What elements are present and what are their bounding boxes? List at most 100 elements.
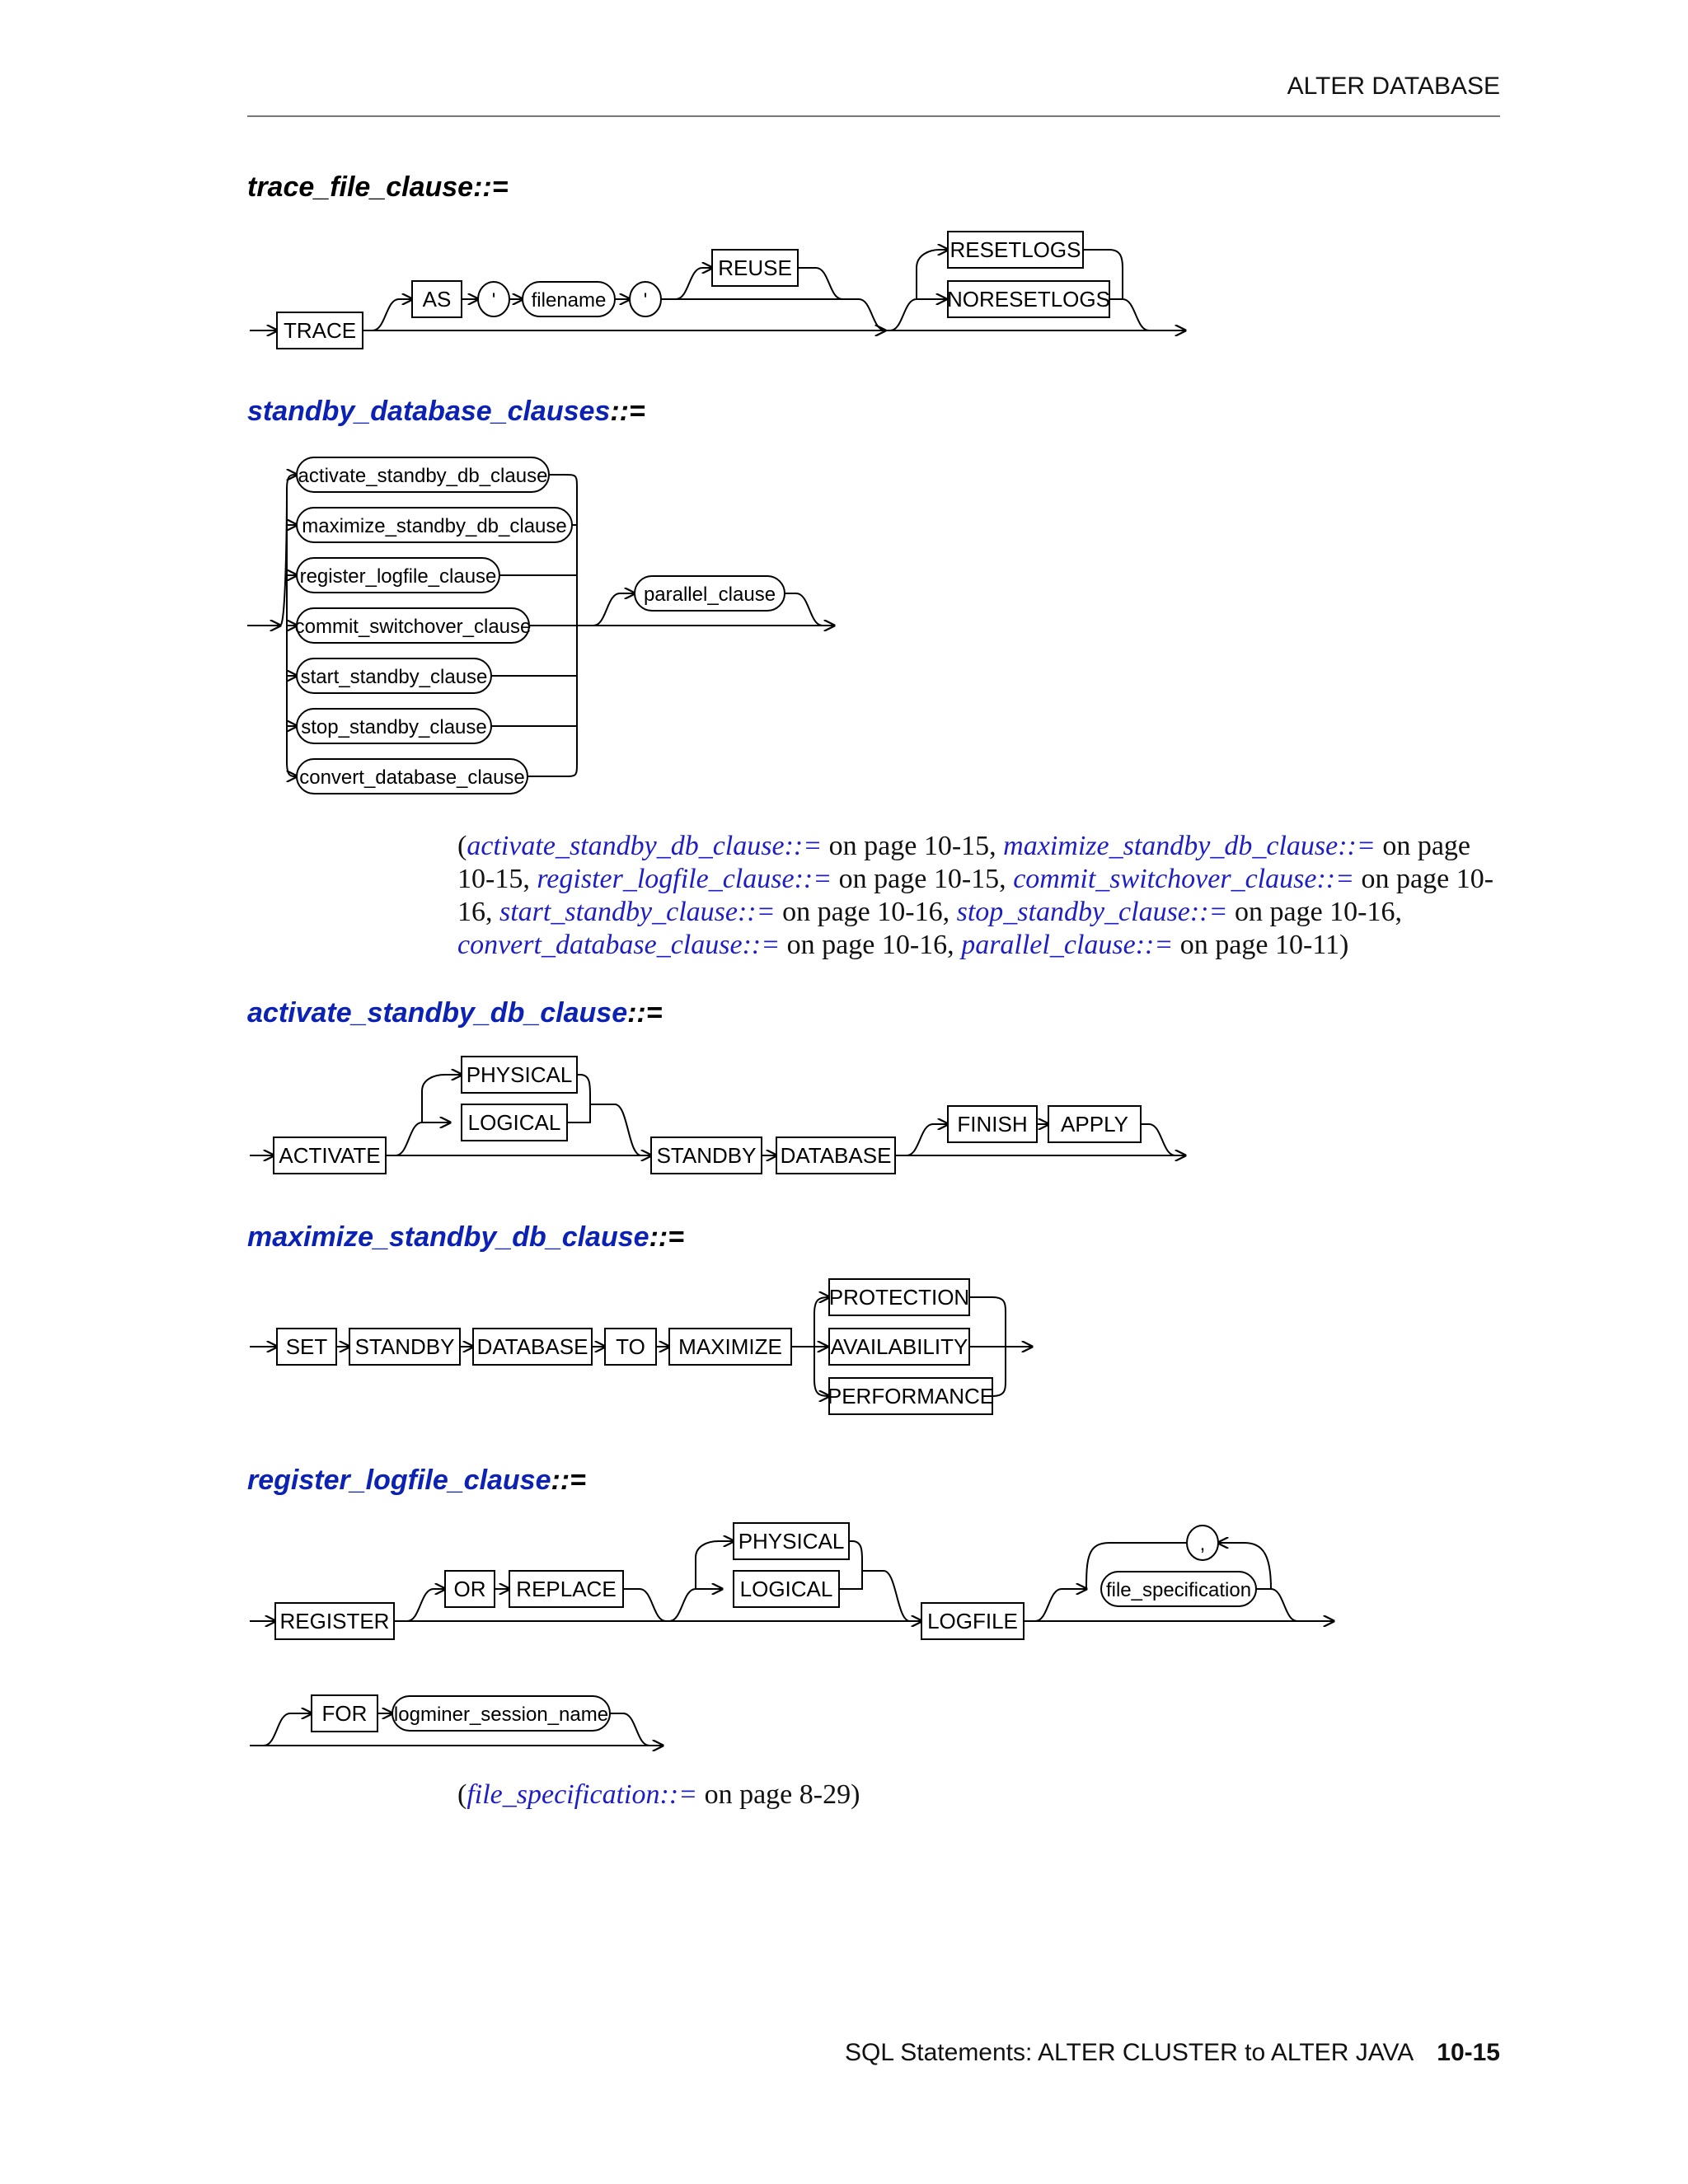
kw-database: DATABASE [776, 1137, 896, 1174]
link-maximize-standby-db-clause[interactable]: maximize_standby_db_clause::= [1003, 831, 1376, 861]
kw-finish: FINISH [947, 1105, 1038, 1143]
nt-stop-standby-clause: stop_standby_clause [296, 708, 492, 744]
separator-comma: , [1186, 1525, 1219, 1561]
rail [992, 1379, 1006, 1397]
kw-database: DATABASE [472, 1328, 593, 1366]
title-symbol: ::= [610, 396, 645, 427]
branch-logical [421, 1104, 450, 1122]
ident-filename-label: filename [532, 289, 607, 312]
header-rule [247, 115, 1500, 117]
nt-start-standby-clause-label: start_standby_clause [301, 666, 488, 688]
title-standby-database-clauses: standby_database_clauses::= [247, 396, 645, 428]
quote-close: ' [629, 281, 662, 317]
merge-down [1141, 1123, 1176, 1156]
branch-up [372, 299, 412, 331]
kw-logfile: LOGFILE [921, 1602, 1025, 1640]
title-name[interactable]: maximize_standby_db_clause [247, 1221, 649, 1253]
branch-reuse [675, 268, 712, 300]
branch-filespec [1034, 1589, 1086, 1622]
nt-activate-standby-db-clause-label: activate_standby_db_clause [298, 465, 548, 487]
link-parallel-clause[interactable]: parallel_clause::= [961, 930, 1174, 960]
nt-parallel-clause: parallel_clause [634, 575, 785, 612]
title-symbol: ::= [551, 1465, 587, 1496]
branch-performance [814, 1379, 829, 1396]
nt-commit-switchover-clause: commit_switchover_clause [295, 607, 531, 644]
kw-for-label: FOR [322, 1701, 368, 1726]
branch-parallel [593, 593, 635, 626]
nt-maximize-standby-db-clause: maximize_standby_db_clause [296, 507, 573, 543]
kw-protection: PROTECTION [828, 1278, 970, 1316]
branch-for [263, 1713, 312, 1746]
ref-text: on page 10-15, [822, 831, 1004, 861]
ref-text: on page 10-16, [457, 864, 1494, 927]
title-symbol: ::= [627, 997, 663, 1029]
quote-open: ' [477, 281, 510, 317]
link-register-logfile-clause[interactable]: register_logfile_clause::= [537, 864, 832, 894]
title-name[interactable]: activate_standby_db_clause [247, 997, 628, 1029]
nt-start-standby-clause: start_standby_clause [296, 658, 492, 694]
branch-logical [695, 1566, 722, 1589]
link-file-specification[interactable]: file_specification::= [467, 1779, 698, 1810]
rail [798, 267, 843, 300]
separator-comma-label: , [1200, 1533, 1206, 1555]
paren: ( [457, 1779, 467, 1810]
branch-finish [906, 1124, 948, 1156]
nt-logminer-session-name: logminer_session_name [392, 1695, 611, 1732]
kw-availability-label: AVAILABILITY [831, 1334, 968, 1359]
ref-text: on page 10-15, [457, 831, 1470, 894]
nt-stop-standby-clause-label: stop_standby_clause [301, 716, 487, 738]
kw-reuse: REUSE [711, 249, 799, 287]
title-symbol: ::= [473, 171, 509, 203]
kw-performance: PERFORMANCE [828, 1377, 994, 1415]
title-trace-file-clause: trace_file_clause::= [247, 171, 509, 204]
nt-file-specification: file_specification [1100, 1571, 1257, 1607]
branch-resetlogs [889, 250, 948, 331]
link-convert-database-clause[interactable]: convert_database_clause::= [457, 930, 781, 960]
rail [969, 1296, 1006, 1315]
rail [567, 1074, 591, 1123]
kw-replace-label: REPLACE [516, 1577, 616, 1601]
rail [286, 761, 297, 776]
title-activate-standby-db-clause: activate_standby_db_clause::= [247, 997, 663, 1029]
kw-or-label: OR [454, 1577, 486, 1601]
kw-logical: LOGICAL [733, 1570, 840, 1608]
ref-text: on page 10-15, [832, 864, 1014, 894]
kw-as: AS [411, 280, 462, 318]
nt-convert-database-clause-label: convert_database_clause [299, 766, 525, 789]
kw-performance-label: PERFORMANCE [828, 1384, 994, 1408]
kw-as-label: AS [423, 287, 452, 312]
title-symbol: ::= [649, 1221, 685, 1253]
link-activate-standby-db-clause[interactable]: activate_standby_db_clause::= [467, 831, 823, 861]
rail [839, 1540, 863, 1590]
kw-availability: AVAILABILITY [828, 1328, 970, 1366]
branch-physical [668, 1541, 734, 1622]
page-footer: SQL Statements: ALTER CLUSTER to ALTER J… [845, 2039, 1500, 2067]
kw-noresetlogs: NORESETLOGS [947, 280, 1110, 318]
ref-text: on page 8-29) [697, 1779, 860, 1810]
kw-logical: LOGICAL [461, 1104, 568, 1141]
rail [1083, 249, 1123, 299]
kw-resetlogs: RESETLOGS [947, 231, 1084, 269]
title-name: trace_file_clause [247, 171, 474, 203]
kw-finish-label: FINISH [957, 1112, 1027, 1137]
branch-noresetlogs [916, 268, 946, 299]
branch-protection [814, 1297, 829, 1315]
link-start-standby-clause[interactable]: start_standby_clause::= [499, 897, 776, 927]
merge-down [785, 593, 823, 626]
title-name[interactable]: standby_database_clauses [247, 396, 611, 427]
kw-standby-label: STANDBY [355, 1334, 455, 1359]
register-crossref-note: (file_specification::= on page 8-29) [457, 1779, 1512, 1811]
kw-trace-label: TRACE [284, 318, 356, 343]
nt-register-logfile-clause-label: register_logfile_clause [300, 565, 497, 588]
kw-physical-label: PHYSICAL [467, 1062, 573, 1087]
kw-to: TO [604, 1328, 657, 1366]
nt-maximize-standby-db-clause-label: maximize_standby_db_clause [302, 515, 567, 537]
link-stop-standby-clause[interactable]: stop_standby_clause::= [956, 897, 1228, 927]
link-commit-switchover-clause[interactable]: commit_switchover_clause::= [1013, 864, 1355, 894]
merge-down [849, 298, 885, 330]
ref-text: on page 10-16, [780, 930, 962, 960]
nt-register-logfile-clause: register_logfile_clause [296, 557, 500, 593]
title-name[interactable]: register_logfile_clause [247, 1465, 551, 1496]
loop-back [1218, 1543, 1272, 1590]
